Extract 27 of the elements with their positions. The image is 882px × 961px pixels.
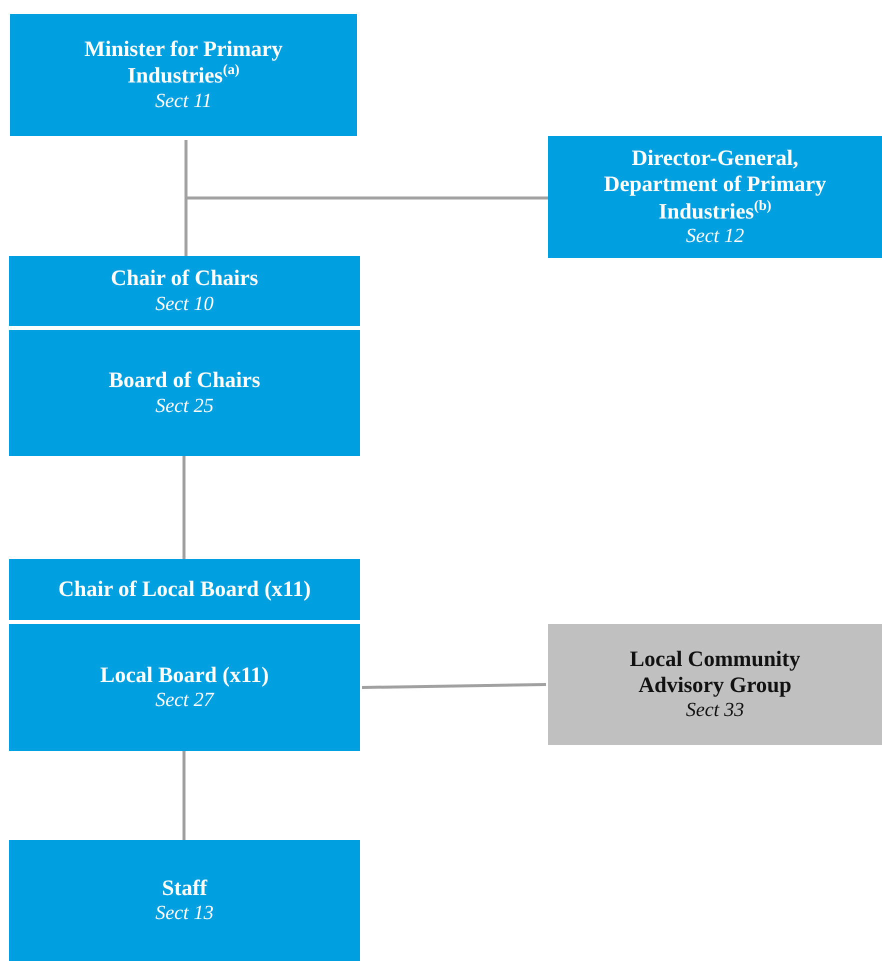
advisory-group-box [548, 624, 882, 745]
org-box [9, 840, 360, 961]
role-title: Staff [162, 874, 208, 902]
connector-line [362, 683, 546, 689]
section-reference: Sect 10 [155, 292, 214, 317]
section-reference: Sect 25 [155, 394, 214, 419]
role-title: Chair of Chairs [110, 265, 258, 292]
role-title: Local Community Advisory Group [628, 646, 802, 698]
connector-line [182, 456, 186, 559]
connector-line [184, 140, 548, 200]
connector-line [182, 751, 186, 840]
org-box [548, 136, 882, 258]
role-title: Board of Chairs [108, 367, 260, 394]
section-reference: Sect 27 [155, 688, 214, 714]
org-box [9, 256, 360, 326]
role-title: Chair of Local Board (x11) [58, 576, 311, 603]
section-reference: Sect 12 [686, 224, 744, 250]
role-title: Director-General, Department of Primary Industries$^{(b)}$ [602, 144, 828, 224]
section-reference: Sect 11 [155, 89, 212, 114]
org-box [9, 330, 360, 456]
section-reference: Sect 33 [686, 698, 744, 724]
org-box [10, 14, 357, 136]
org-box [9, 624, 360, 751]
section-reference: Sect 13 [155, 901, 214, 926]
role-title: Local Board (x11) [100, 662, 269, 688]
org-box [9, 559, 360, 620]
role-title: Minister for Primary Industries$^{(a)}$ [83, 36, 284, 90]
